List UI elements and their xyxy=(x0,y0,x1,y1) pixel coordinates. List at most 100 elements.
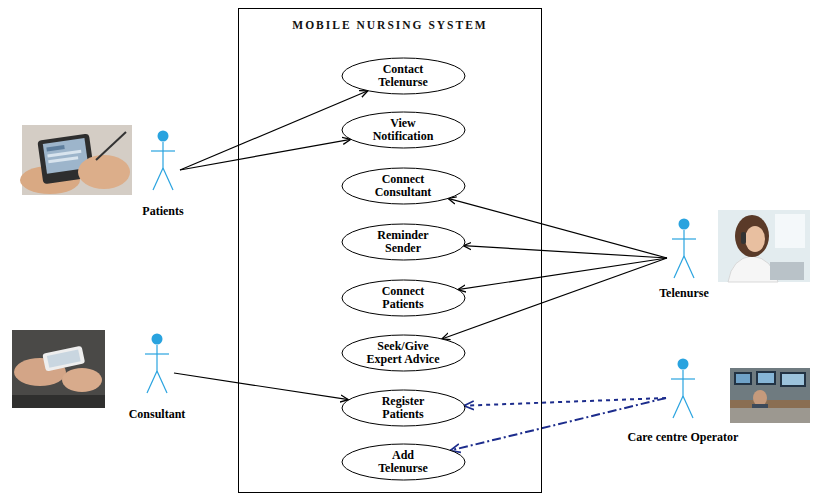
monitor-shape xyxy=(734,372,752,385)
window-shape xyxy=(775,214,805,248)
ellipse-shape xyxy=(342,58,465,94)
system-title: MOBILE NURSING SYSTEM xyxy=(239,19,541,31)
actor-label: Care centre Operator xyxy=(625,430,742,444)
actor-arms xyxy=(151,150,175,151)
use-case-ellipse: View Notification xyxy=(341,111,466,149)
consultant-photo xyxy=(12,330,105,408)
use-case-ellipse: Seek/Give Expert Advice xyxy=(341,334,466,372)
actor-arms xyxy=(672,238,696,239)
pda-screen-row xyxy=(46,145,64,151)
stylus xyxy=(96,132,126,160)
use-case-ellipse: Connect Consultant xyxy=(341,167,466,205)
phone-body xyxy=(42,346,85,372)
actor-body xyxy=(156,345,157,371)
face-shape xyxy=(745,226,765,252)
ellipse-shape xyxy=(342,280,465,316)
pda-screen-row xyxy=(47,150,81,158)
association-line xyxy=(180,139,351,170)
laptop-shape xyxy=(770,262,804,280)
use-case-label: Contact Telenurse xyxy=(363,63,443,89)
monitor-screen xyxy=(736,374,750,383)
use-case-ellipse: Reminder Sender xyxy=(341,223,466,261)
actor-body xyxy=(162,142,163,168)
use-case-label: Register Patients xyxy=(363,395,443,421)
actor-body xyxy=(682,370,683,396)
care-centre-photo xyxy=(730,368,810,423)
actor-leg xyxy=(674,256,684,278)
use-case-text-holder: Connect Consultant xyxy=(363,173,443,199)
phone-shape xyxy=(741,232,746,244)
association-line xyxy=(442,258,667,339)
ellipse-shape xyxy=(342,112,465,148)
photo-ground xyxy=(730,368,810,423)
actor: Telenurse xyxy=(656,218,712,303)
use-case-label: View Notification xyxy=(363,117,443,143)
actor-arms xyxy=(671,378,695,379)
association-line xyxy=(448,198,667,258)
photo-ground xyxy=(12,330,105,408)
use-case-text-holder: View Notification xyxy=(363,117,443,143)
use-case-ellipse: Connect Patients xyxy=(341,279,466,317)
actor: Patients xyxy=(139,130,187,221)
actor-leg xyxy=(163,168,173,190)
actor-leg xyxy=(157,371,167,393)
phone-device xyxy=(42,346,85,372)
patient-photo xyxy=(20,125,132,195)
actor-leg xyxy=(153,168,163,190)
hair-shape xyxy=(735,215,769,257)
actor-label: Consultant xyxy=(126,407,189,421)
pda-screen-row xyxy=(48,156,78,163)
ellipse-shape xyxy=(342,224,465,260)
use-case-ellipse: Contact Telenurse xyxy=(341,57,466,95)
actor-figure xyxy=(148,130,178,192)
phone-screen xyxy=(47,349,81,367)
association-line xyxy=(180,91,368,170)
monitor-shape xyxy=(756,371,776,385)
use-case-label: Add Telenurse xyxy=(372,449,434,475)
photo-shadow xyxy=(12,395,105,408)
actor-head xyxy=(679,219,690,230)
actor-arms xyxy=(145,353,169,354)
actor-figure xyxy=(669,218,699,280)
actor-leg xyxy=(683,396,693,418)
telenurse-photo xyxy=(718,210,810,282)
person-shape xyxy=(753,390,767,406)
hand-shape xyxy=(78,155,130,189)
actor-head xyxy=(158,131,169,142)
use-case-text-holder: Reminder Sender xyxy=(363,229,443,255)
system-boundary: MOBILE NURSING SYSTEM Contact TelenurseVi… xyxy=(238,8,542,493)
ellipse-shape xyxy=(342,168,465,204)
floor-shape xyxy=(730,408,810,423)
actor: Consultant xyxy=(126,333,189,424)
use-case-text-holder: Register Patients xyxy=(363,395,443,421)
ellipse-shape xyxy=(342,390,465,426)
association-line xyxy=(458,258,667,290)
association-line xyxy=(463,246,667,258)
use-case-ellipse: Register Patients xyxy=(341,389,466,427)
use-case-text-holder: Contact Telenurse xyxy=(363,63,443,89)
actor-figure xyxy=(668,358,698,420)
use-case-label: Connect Consultant xyxy=(363,173,443,199)
monitor-screen xyxy=(758,373,774,383)
actor-label: Patients xyxy=(139,204,187,218)
use-case-ellipse: Add Telenurse xyxy=(341,443,466,481)
use-case-text-holder: Add Telenurse xyxy=(372,449,434,475)
actor-label: Telenurse xyxy=(656,286,712,300)
actor-head xyxy=(152,334,163,345)
association-line xyxy=(174,373,349,400)
monitor-shape xyxy=(780,372,806,387)
use-case-text-holder: Seek/Give Expert Advice xyxy=(363,340,443,366)
ellipse-shape xyxy=(342,335,465,371)
photo-ground xyxy=(718,210,810,282)
actor-body xyxy=(683,230,684,256)
desk-shape xyxy=(730,400,810,408)
actor-leg xyxy=(147,371,157,393)
use-case-label: Connect Patients xyxy=(363,285,443,311)
use-case-label: Seek/Give Expert Advice xyxy=(363,340,443,366)
monitor-screen xyxy=(782,374,804,385)
actor-leg xyxy=(684,256,694,278)
actor: Care centre Operator xyxy=(625,358,742,447)
actor-figure xyxy=(142,333,172,395)
actor-leg xyxy=(673,396,683,418)
